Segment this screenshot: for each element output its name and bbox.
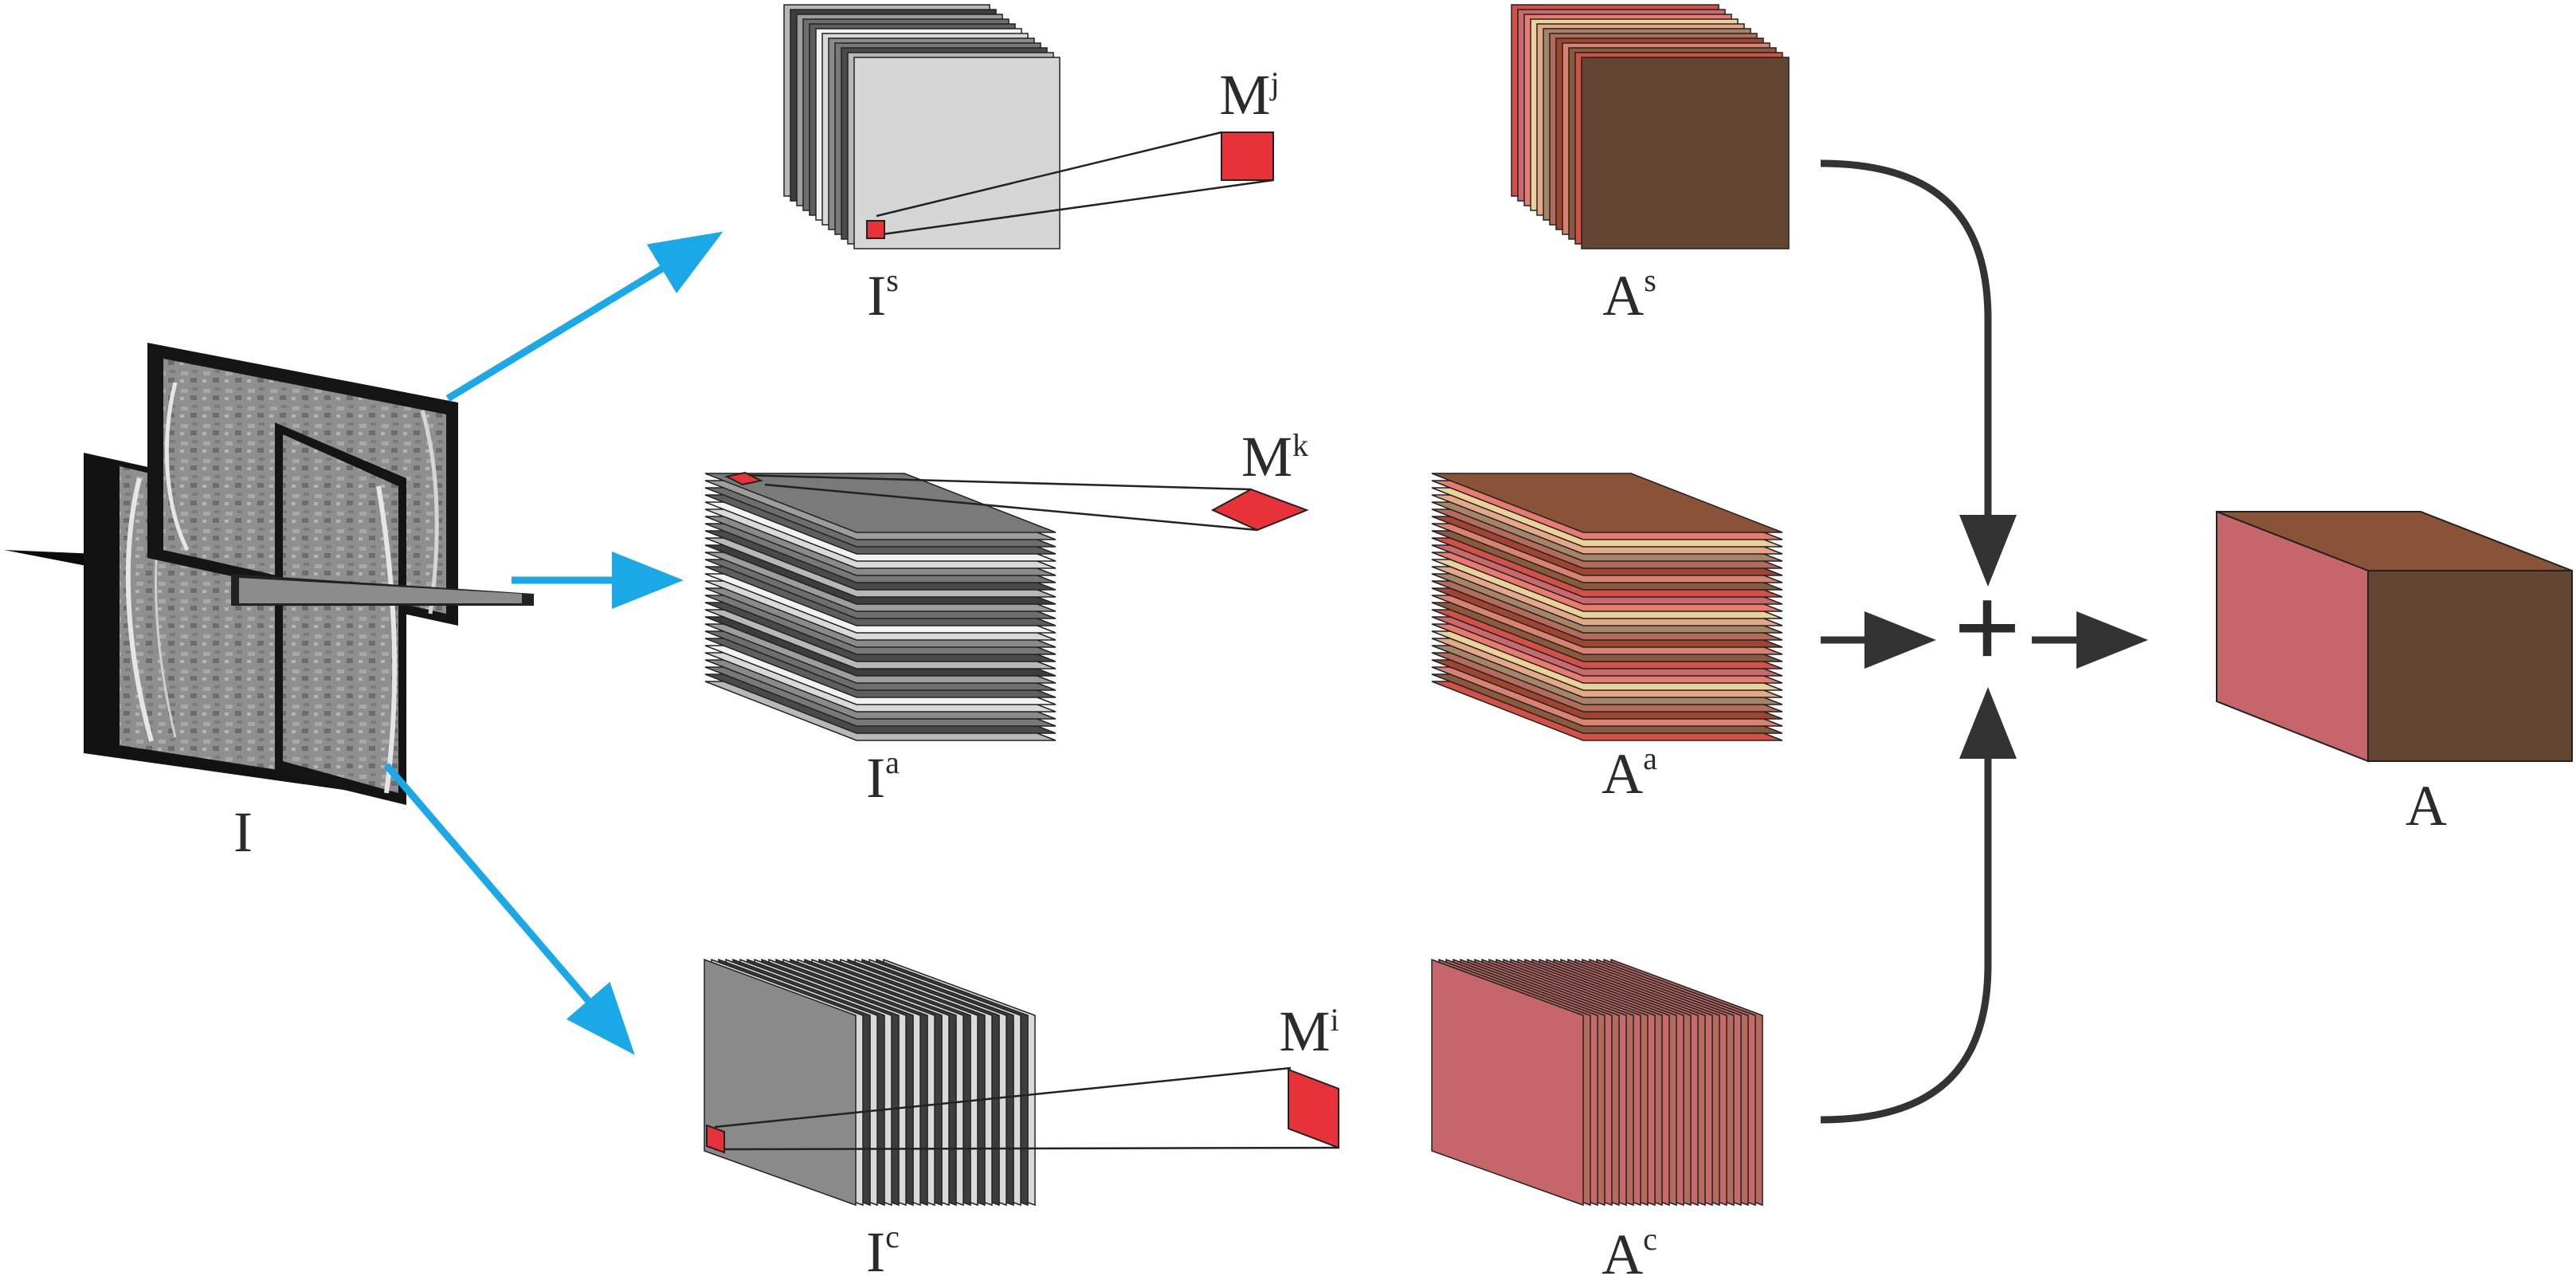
label-is: Is xyxy=(867,262,899,328)
arrow-to-coronal xyxy=(383,763,635,1055)
mask-k-zoom xyxy=(724,471,1309,532)
label-ia: Ia xyxy=(866,744,900,810)
curve-arrow-bottom xyxy=(1820,687,2017,1124)
sagittal-front-image xyxy=(283,434,398,793)
label-ic: Ic xyxy=(866,1219,900,1280)
sagittal-front-contour xyxy=(376,485,398,794)
mask-k-small xyxy=(724,471,763,486)
sagittal-contour xyxy=(125,477,154,742)
input-volume xyxy=(4,343,534,805)
label-ac: Ac xyxy=(1602,1221,1657,1280)
mask-k-patch xyxy=(1210,488,1309,532)
label-output: A xyxy=(2405,774,2447,838)
stack-axial-slices xyxy=(704,473,1057,741)
label-mk: Mk xyxy=(1241,425,1308,489)
mask-j-zoom xyxy=(866,131,1274,239)
axial-plane-front-image xyxy=(239,578,522,603)
curve-arrow-top xyxy=(1820,159,2017,587)
slice xyxy=(704,958,857,1207)
slice xyxy=(704,473,1057,533)
mask-j-patch xyxy=(1221,132,1274,181)
arrow-to-sagittal xyxy=(445,231,723,402)
stack-coronal-slices xyxy=(704,958,1036,1207)
label-input: I xyxy=(233,800,253,864)
slice xyxy=(1431,958,1584,1207)
stack-axial-attention xyxy=(1431,473,1783,741)
stack-coronal-attention xyxy=(1431,958,1763,1207)
plus-sign: + xyxy=(1953,562,2021,694)
label-aa: Aa xyxy=(1602,740,1657,806)
slice xyxy=(1581,57,1790,249)
slice xyxy=(1431,473,1783,533)
mask-i-zoom xyxy=(706,1066,1339,1154)
label-mi: Mi xyxy=(1279,999,1339,1063)
output-cube xyxy=(2216,510,2573,763)
label-as: As xyxy=(1602,262,1657,328)
stack-sagittal-slices xyxy=(783,4,1061,249)
mask-i-patch xyxy=(1288,1068,1339,1149)
mask-i-small xyxy=(706,1124,725,1154)
coronal-contour xyxy=(164,382,190,552)
label-mj: Mj xyxy=(1219,63,1279,127)
mask-j-small xyxy=(866,220,885,239)
stack-sagittal-attention xyxy=(1511,4,1790,249)
output-cube-side xyxy=(2367,570,2573,762)
slice xyxy=(853,57,1061,249)
